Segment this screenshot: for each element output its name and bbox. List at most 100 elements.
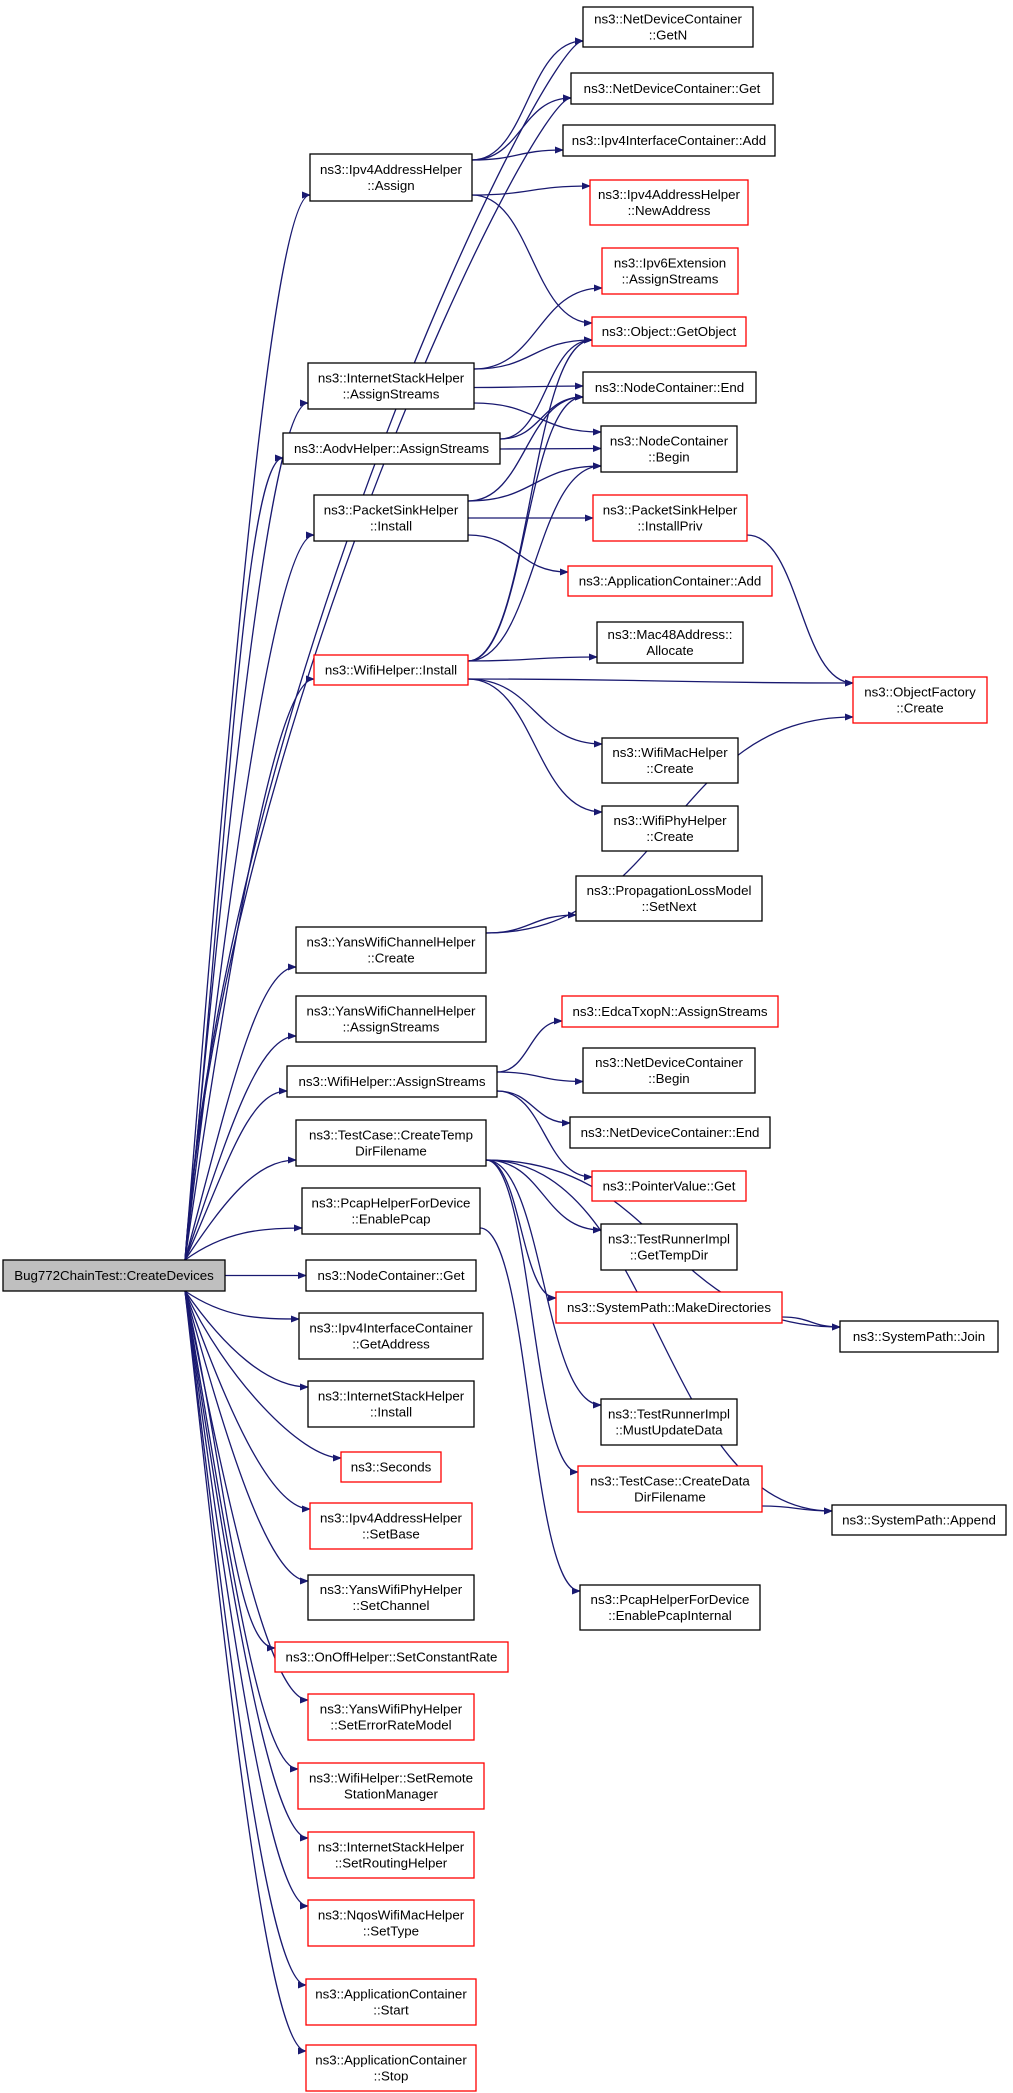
node-yanschannel-assign[interactable]: ns3::YansWifiChannelHelper::AssignStream… xyxy=(295,995,487,1043)
node-box xyxy=(561,995,779,1028)
node-yansphy-seterrorrate[interactable]: ns3::YansWifiPhyHelper::SetErrorRateMode… xyxy=(307,1693,475,1741)
node-wifimac-create[interactable]: ns3::WifiMacHelper::Create xyxy=(601,737,739,784)
node-label-line: ns3::TestRunnerImpl xyxy=(608,1232,730,1247)
node-label-line: ::Start xyxy=(373,2003,409,2018)
node-label-line: ::SetRoutingHelper xyxy=(335,1856,448,1871)
node-internetstack-setrouting[interactable]: ns3::InternetStackHelper::SetRoutingHelp… xyxy=(307,1831,475,1879)
node-aodv-assign[interactable]: ns3::AodvHelper::AssignStreams xyxy=(282,432,501,465)
node-pcap-enablepcap[interactable]: ns3::PcapHelperForDevice::EnablePcap xyxy=(301,1187,481,1235)
node-nqos-settype[interactable]: ns3::NqosWifiMacHelper::SetType xyxy=(307,1899,475,1947)
node-box xyxy=(313,494,469,542)
node-label-line: ns3::WifiHelper::SetRemote xyxy=(309,1771,473,1786)
node-label-line: ns3::WifiMacHelper xyxy=(612,745,728,760)
node-testrunner-mustupdate[interactable]: ns3::TestRunnerImpl::MustUpdateData xyxy=(600,1398,738,1446)
node-appcontainer-stop[interactable]: ns3::ApplicationContainer::Stop xyxy=(305,2044,477,2092)
node-label-line: ns3::Object::GetObject xyxy=(602,324,737,339)
node-systempath-makedirs[interactable]: ns3::SystemPath::MakeDirectories xyxy=(555,1291,783,1324)
node-ipv4addr-assign[interactable]: ns3::Ipv4AddressHelper::Assign xyxy=(309,153,473,202)
node-nodecontainer-end[interactable]: ns3::NodeContainer::End xyxy=(582,371,757,404)
edge-root-to-internetstack_install xyxy=(184,1290,309,1391)
node-yansphy-setchannel[interactable]: ns3::YansWifiPhyHelper::SetChannel xyxy=(307,1574,475,1621)
edge-ipv4addr_assign-to-ndc_get xyxy=(471,94,572,161)
node-proploss-setnext[interactable]: ns3::PropagationLossModel::SetNext xyxy=(575,875,763,922)
edge-packetsink_install-to-nodecontainer_end xyxy=(467,393,584,502)
node-internetstack-assign[interactable]: ns3::InternetStackHelper::AssignStreams xyxy=(307,362,475,410)
node-label-line: ns3::NqosWifiMacHelper xyxy=(318,1908,465,1923)
node-testrunner-gettempdir[interactable]: ns3::TestRunnerImpl::GetTempDir xyxy=(600,1223,738,1271)
node-label-line: ns3::WifiPhyHelper xyxy=(613,813,727,828)
node-label-line: ns3::AodvHelper::AssignStreams xyxy=(294,441,489,456)
node-box xyxy=(286,1065,498,1098)
node-ndc-end[interactable]: ns3::NetDeviceContainer::End xyxy=(569,1116,771,1149)
node-ipv4addr-setbase[interactable]: ns3::Ipv4AddressHelper::SetBase xyxy=(309,1502,473,1550)
node-ndc-getn[interactable]: ns3::NetDeviceContainer::GetN xyxy=(582,6,754,48)
node-root[interactable]: Bug772ChainTest::CreateDevices xyxy=(2,1259,226,1292)
node-box xyxy=(307,1574,475,1621)
edge-internetstack_assign-to-object_getobject xyxy=(473,336,593,370)
node-nodecontainer-begin[interactable]: ns3::NodeContainer::Begin xyxy=(600,425,738,473)
node-box xyxy=(575,875,763,922)
node-label-line: ns3::WifiHelper::Install xyxy=(325,663,457,678)
node-label-line: ::Create xyxy=(646,829,693,844)
node-yanschannel-create[interactable]: ns3::YansWifiChannelHelper::Create xyxy=(295,926,487,974)
node-nodecontainer-get[interactable]: ns3::NodeContainer::Get xyxy=(305,1259,477,1292)
node-label-line: ns3::NetDeviceContainer xyxy=(595,1055,743,1070)
node-onoff-setconstantrate[interactable]: ns3::OnOffHelper::SetConstantRate xyxy=(274,1641,509,1673)
edge-pcap_enablepcap-to-pcap_enableinternal xyxy=(479,1227,581,1595)
edge-root-to-appcontainer_start xyxy=(184,1290,307,1989)
edge-wifihelper_install-to-nodecontainer_begin xyxy=(467,462,602,662)
node-box xyxy=(600,425,738,473)
edge-systempath_makedirs-to-systempath_join xyxy=(781,1316,841,1331)
node-label-line: ::SetBase xyxy=(362,1527,420,1542)
edge-testcase_createtemp-to-testrunner_mustupdate xyxy=(485,1159,602,1409)
node-packetsink-installpriv[interactable]: ns3::PacketSinkHelper::InstallPriv xyxy=(592,494,748,542)
node-mac48-allocate[interactable]: ns3::Mac48Address::Allocate xyxy=(596,621,744,664)
node-objectfactory-create[interactable]: ns3::ObjectFactory::Create xyxy=(852,676,988,724)
node-wifihelper-install[interactable]: ns3::WifiHelper::Install xyxy=(313,654,469,686)
node-label-line: ns3::Ipv4InterfaceContainer::Add xyxy=(572,133,766,148)
node-label-line: ns3::Ipv4AddressHelper xyxy=(320,1511,462,1526)
node-label-line: ::SetErrorRateModel xyxy=(330,1718,451,1733)
node-wifiphy-create[interactable]: ns3::WifiPhyHelper::Create xyxy=(601,805,739,852)
edge-wifihelper_assign-to-pointervalue_get xyxy=(496,1090,593,1181)
node-label-line: ::Create xyxy=(367,951,414,966)
node-box xyxy=(570,72,774,105)
node-edca-assign[interactable]: ns3::EdcaTxopN::AssignStreams xyxy=(561,995,779,1028)
node-ipv4if-add[interactable]: ns3::Ipv4InterfaceContainer::Add xyxy=(562,124,776,157)
node-box xyxy=(555,1291,783,1324)
edge-root-to-wifihelper_setremote xyxy=(184,1290,299,1773)
node-seconds[interactable]: ns3::Seconds xyxy=(340,1451,442,1483)
node-ndc-begin[interactable]: ns3::NetDeviceContainer::Begin xyxy=(582,1047,756,1094)
node-ipv6ext-assign[interactable]: ns3::Ipv6Extension::AssignStreams xyxy=(601,247,739,295)
node-ipv4if-getaddress[interactable]: ns3::Ipv4InterfaceContainer::GetAddress xyxy=(298,1312,484,1360)
node-ipv4addr-newaddress[interactable]: ns3::Ipv4AddressHelper::NewAddress xyxy=(589,179,749,226)
node-label-line: ns3::PointerValue::Get xyxy=(603,1179,736,1194)
node-systempath-append[interactable]: ns3::SystemPath::Append xyxy=(831,1504,1007,1536)
node-pointervalue-get[interactable]: ns3::PointerValue::Get xyxy=(591,1170,747,1202)
edge-aodv_assign-to-nodecontainer_begin xyxy=(499,444,602,453)
node-box xyxy=(282,432,501,465)
edge-root-to-wifihelper_install xyxy=(184,675,315,1261)
node-label-line: ns3::YansWifiChannelHelper xyxy=(306,935,476,950)
node-systempath-join[interactable]: ns3::SystemPath::Join xyxy=(839,1320,999,1353)
node-label-line: ns3::NodeContainer::End xyxy=(595,380,744,395)
node-label-line: ns3::TestCase::CreateData xyxy=(590,1474,750,1489)
edge-root-to-ipv4addr_setbase xyxy=(184,1290,311,1513)
node-appcontainer-add[interactable]: ns3::ApplicationContainer::Add xyxy=(567,565,773,597)
node-object-getobject[interactable]: ns3::Object::GetObject xyxy=(591,316,747,347)
node-ndc-get[interactable]: ns3::NetDeviceContainer::Get xyxy=(570,72,774,105)
edge-wifihelper_install-to-mac48_allocate xyxy=(467,653,598,662)
node-internetstack-install[interactable]: ns3::InternetStackHelper::Install xyxy=(307,1380,475,1428)
node-pcap-enableinternal[interactable]: ns3::PcapHelperForDevice::EnablePcapInte… xyxy=(579,1584,761,1631)
edge-wifihelper_install-to-objectfactory_create xyxy=(467,678,854,687)
node-box xyxy=(569,1116,771,1149)
node-wifihelper-assign[interactable]: ns3::WifiHelper::AssignStreams xyxy=(286,1065,498,1098)
node-appcontainer-start[interactable]: ns3::ApplicationContainer::Start xyxy=(305,1978,477,2026)
edge-root-to-yanschannel_assign xyxy=(184,1032,297,1261)
node-label-line: ::EnablePcap xyxy=(351,1212,430,1227)
node-packetsink-install[interactable]: ns3::PacketSinkHelper::Install xyxy=(313,494,469,542)
node-label-line: ns3::SystemPath::MakeDirectories xyxy=(567,1300,771,1315)
